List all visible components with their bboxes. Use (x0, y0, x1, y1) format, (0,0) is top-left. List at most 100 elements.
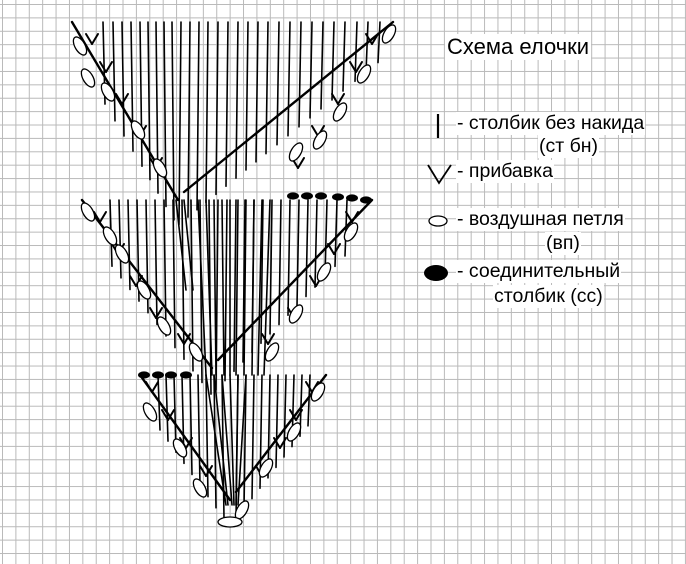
single-crochet-stitch (278, 199, 282, 326)
increase-stitch (279, 437, 287, 449)
chain-stitch (343, 222, 359, 242)
increase-stitch (365, 33, 373, 45)
increase-stitch (167, 409, 175, 421)
chain-stitch (258, 458, 274, 478)
increase-stitch (311, 125, 319, 137)
increase-stitch (185, 437, 193, 449)
chain-stitch (102, 226, 118, 246)
increase-stitch (205, 465, 213, 477)
increase-stitch (345, 211, 353, 223)
single-crochet-stitch (147, 21, 151, 181)
single-crochet-stitch (275, 374, 279, 469)
single-crochet-stitch (154, 199, 158, 326)
increase-stitch (355, 61, 363, 73)
increase-stitch (337, 93, 345, 105)
single-crochet-stitch (197, 374, 201, 487)
increase-stitch (155, 307, 163, 319)
increase-stitch (99, 61, 107, 73)
single-crochet-stitch (225, 21, 229, 188)
trunk-stitch (213, 374, 229, 506)
chain-stitch (316, 262, 332, 282)
trunk-stitch (175, 199, 187, 291)
chain-stitch (114, 244, 130, 264)
diagram-title: Схема елочки (445, 34, 592, 60)
increase-stitch (199, 465, 207, 477)
single-crochet-stitch (163, 199, 167, 337)
single-crochet-stitch (127, 199, 131, 291)
increase-stitch (85, 33, 93, 45)
chain-stitch (130, 120, 146, 140)
single-crochet-stitch (255, 21, 259, 163)
increase-stitch (327, 243, 335, 255)
increase-v-icon (427, 164, 452, 185)
legend-single-crochet-abbr: (ст бн) (538, 135, 600, 158)
single-crochet-stitch (112, 21, 116, 122)
single-crochet-stitch (307, 374, 311, 427)
trunk-stitch (235, 374, 239, 506)
chain-stitch (172, 438, 188, 458)
slip-stitch-icon (424, 265, 448, 281)
chain-stitch (136, 280, 152, 300)
slip-stitch (301, 192, 313, 200)
single-crochet-stitch (309, 21, 313, 119)
trunk-stitch (257, 199, 263, 376)
increase-stitch (149, 307, 157, 319)
increase-stitch (351, 211, 359, 223)
chain-stitch (156, 316, 172, 336)
increase-stitch (267, 333, 275, 345)
trunk-stitch (183, 199, 194, 291)
single-crochet-stitch (287, 199, 291, 316)
chain-stitch (80, 202, 96, 222)
increase-stitch (93, 211, 101, 223)
single-crochet-stitch (296, 199, 300, 307)
branch-outline-left (138, 373, 232, 502)
chain-stitch (142, 402, 158, 422)
increase-stitch (305, 381, 313, 393)
increase-stitch (309, 275, 317, 287)
legend-slip-stitch-abbr: столбик (сс) (493, 285, 604, 308)
chain-stitch (217, 516, 243, 528)
slip-stitch (346, 194, 358, 202)
trunk-stitch (205, 199, 213, 376)
trunk-stitch (229, 374, 235, 506)
increase-stitch (273, 437, 281, 449)
slip-stitch (315, 192, 327, 200)
single-crochet-stitch (121, 21, 125, 137)
single-crochet-stitch (269, 199, 273, 335)
single-crochet-stitch (196, 21, 200, 211)
single-crochet-stitch (178, 21, 182, 226)
slip-stitch (360, 196, 372, 204)
trunk-stitch (197, 199, 207, 376)
single-crochet-stitch (215, 21, 219, 196)
trunk-stitch (221, 374, 233, 506)
single-crochet-stitch (298, 21, 302, 128)
single-crochet-stitch (334, 199, 338, 268)
increase-stitch (331, 93, 339, 105)
single-crochet-stitch (139, 21, 143, 167)
increase-stitch (371, 33, 379, 45)
trunk-stitch (205, 374, 227, 506)
increase-stitch (129, 275, 137, 287)
slip-stitch (332, 193, 344, 201)
chain-stitch (152, 158, 168, 178)
chain-stitch (356, 64, 372, 84)
increase-stitch (261, 333, 269, 345)
trunk-stitch (221, 199, 225, 376)
trunk-stitch (237, 374, 247, 506)
single-crochet-stitch (224, 199, 228, 382)
chain-stitch (100, 82, 116, 102)
slip-stitch (152, 371, 164, 379)
increase-stitch (295, 409, 303, 421)
single-crochet-stitch (320, 21, 324, 110)
single-crochet-stitch (314, 199, 318, 288)
single-crochet-stitch (365, 21, 369, 74)
legend-chain-label: - воздушная петля (456, 208, 625, 231)
trunk-stitch (213, 199, 217, 376)
single-crochet-stitch (276, 21, 280, 146)
increase-stitch (105, 61, 113, 73)
single-crochet-stitch (171, 21, 175, 221)
slip-stitch (287, 192, 299, 200)
increase-stitch (297, 157, 305, 169)
legend-increase-label: - прибавка (456, 160, 554, 183)
single-crochet-icon (436, 114, 440, 138)
